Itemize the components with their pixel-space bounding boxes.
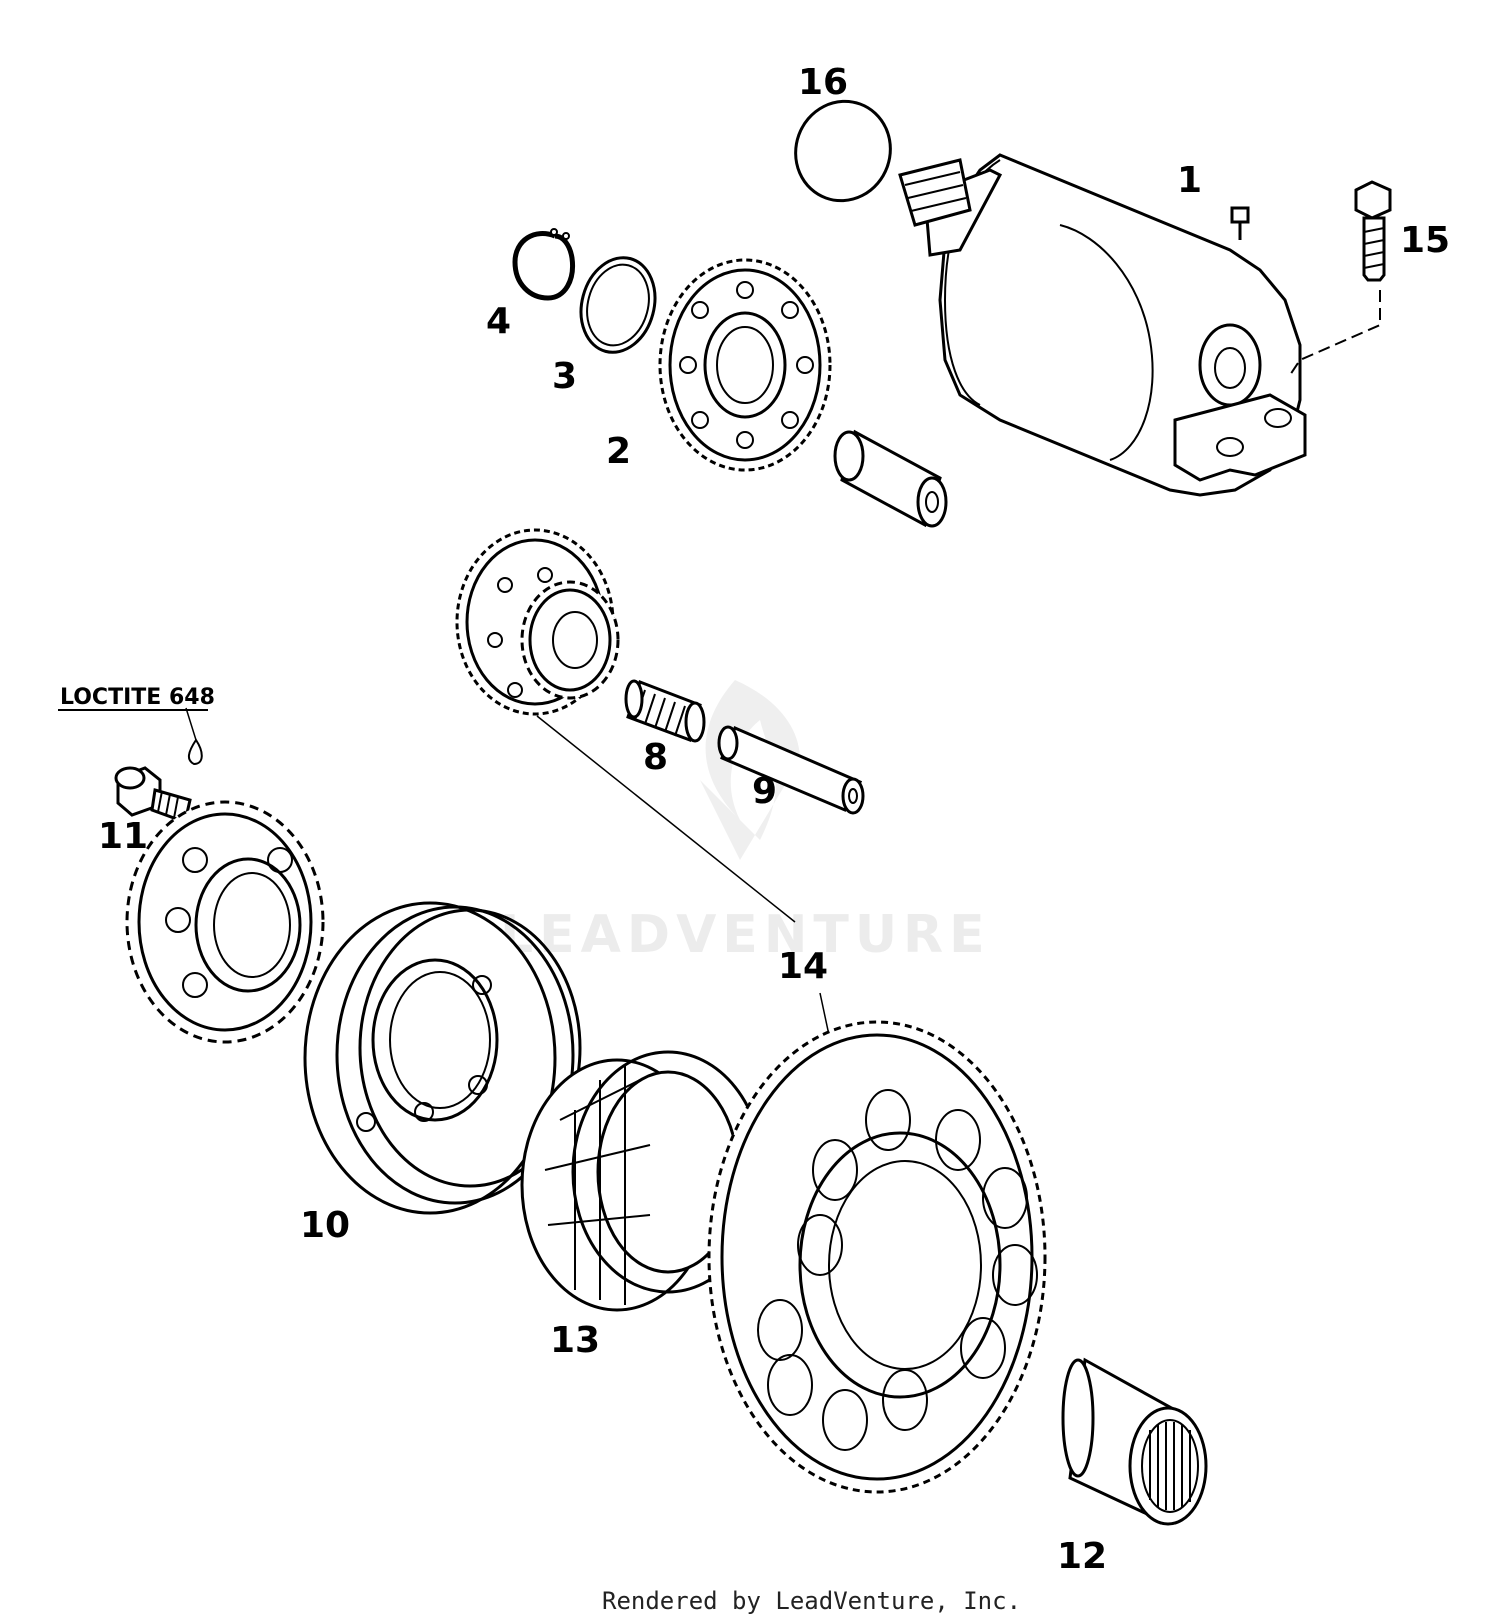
callout-8: 8 [643,737,668,778]
part-14-double-gear[interactable] [455,528,620,716]
callouts: 1 2 3 4 8 9 10 11 12 13 14 15 16 [98,62,1450,1577]
part-14-large-gear[interactable] [707,1020,1047,1494]
footer-credit: Rendered by LeadVenture, Inc. [602,1587,1021,1615]
callout-4: 4 [486,301,511,342]
part-15-bolt[interactable] [1289,180,1392,376]
callout-15: 15 [1400,220,1450,261]
part-11-gear[interactable] [125,800,325,1044]
part-3-washer[interactable] [571,249,665,360]
callout-3: 3 [552,356,577,397]
part-13-freewheel[interactable] [520,1050,765,1312]
watermark-text: LEADVENTURE [500,905,991,965]
part-10-drum[interactable] [303,901,582,1215]
part-bushing[interactable] [833,417,948,528]
callout-16: 16 [798,62,848,103]
part-1-starter-motor[interactable] [898,153,1307,497]
part-4-circlip[interactable] [512,228,576,301]
callout-14: 14 [778,946,828,987]
part-12-needle-bearing[interactable] [1061,1357,1208,1526]
callout-11: 11 [98,816,148,857]
watermark: LEADVENTURE [500,680,991,965]
callout-10: 10 [300,1205,350,1246]
loctite-note: LOCTITE 648 [58,685,215,766]
loctite-label: LOCTITE 648 [60,685,215,710]
callout-2: 2 [606,431,631,472]
part-8-needle-bearing[interactable] [624,679,706,743]
callout-13: 13 [550,1320,600,1361]
part-16-o-ring[interactable] [782,88,905,214]
callout-9: 9 [752,771,777,812]
part-2-gear[interactable] [658,258,832,472]
callout-12: 12 [1057,1536,1107,1577]
part-9-shaft[interactable] [717,725,865,815]
callout-1: 1 [1177,160,1202,201]
part-11-screw[interactable] [114,766,192,824]
